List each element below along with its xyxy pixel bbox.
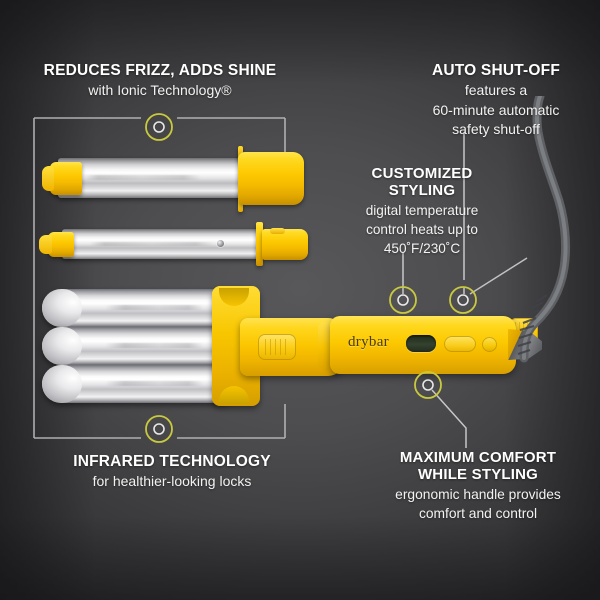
callout-subtext-line-3: safety shut-off (452, 121, 540, 138)
callout-subtext: with Ionic Technology® (88, 82, 232, 99)
callout-infrared-technology: INFRARED TECHNOLOGY for healthier-lookin… (22, 453, 322, 490)
barrel-small-pin (217, 240, 224, 247)
barrel-etching (90, 241, 214, 246)
callout-subtext-line-2: control heats up to (366, 221, 478, 237)
callout-heading-line-2: WHILE STYLING (417, 465, 539, 483)
waver-tip-1 (42, 289, 82, 327)
barrel-small-tip-cap (39, 232, 74, 257)
barrel-etching (104, 380, 203, 386)
marker-frizz (145, 113, 173, 141)
marker-customized-styling (389, 286, 417, 314)
callout-reduces-frizz: REDUCES FRIZZ, ADDS SHINE with Ionic Tec… (0, 62, 320, 99)
barrel-small-mount (262, 228, 308, 260)
callout-subtext-line-3: 450˚F/230˚C (383, 240, 461, 256)
barrel-large-flange-bottom (238, 198, 243, 212)
callout-markers (145, 113, 477, 443)
callout-heading: AUTO SHUT-OFF (431, 62, 561, 79)
waver-lever (258, 334, 296, 360)
digital-display (406, 335, 436, 352)
callout-heading-line-1: MAXIMUM COMFORT (399, 449, 557, 466)
callout-subtext-line-2: comfort and control (418, 505, 538, 521)
leader-auto-shut-off-diagonal (469, 257, 528, 295)
power-cord (517, 96, 571, 363)
callout-subtext-line-1: digital temperature (365, 202, 479, 218)
waver-barrel-2 (42, 327, 238, 365)
callout-maximum-comfort: MAXIMUM COMFORT WHILE STYLING ergonomic … (356, 449, 600, 522)
callout-subtext-line-2: 60-minute automatic (432, 101, 560, 118)
waver-tip-2 (42, 327, 82, 365)
waver-tip-3 (42, 365, 82, 403)
callout-auto-shut-off: AUTO SHUT-OFF features a 60-minute autom… (392, 62, 600, 138)
barrel-small-collar (256, 222, 263, 266)
drybar-logo: drybar (348, 334, 389, 350)
barrel-etching (104, 342, 203, 348)
barrel-etching (84, 174, 201, 181)
barrel-etching (104, 304, 203, 310)
callout-subtext: for healthier-looking locks (92, 473, 252, 490)
barrel-large-tip-cap (42, 162, 82, 195)
mode-button (482, 337, 497, 352)
curling-barrel-small (62, 229, 262, 259)
curling-barrel-large (58, 158, 246, 198)
callout-subtext-line-1: features a (464, 82, 528, 99)
callout-subtext-line-1: ergonomic handle provides (395, 486, 561, 502)
marker-auto-shut-off (449, 286, 477, 314)
leader-maximum-comfort (431, 389, 467, 448)
waver-barrel-1 (42, 289, 238, 327)
marker-infrared (145, 415, 173, 443)
marker-maximum-comfort (414, 371, 442, 399)
callout-customized-styling: CUSTOMIZED STYLING digital temperature c… (326, 165, 518, 257)
callout-heading: INFRARED TECHNOLOGY (73, 453, 271, 470)
attachment-bracket (33, 117, 286, 439)
callout-heading-line-1: CUSTOMIZED (371, 165, 473, 182)
callout-heading-line-2: STYLING (388, 181, 456, 199)
callout-heading: REDUCES FRIZZ, ADDS SHINE (43, 62, 277, 79)
power-button (444, 336, 476, 352)
waver-barrel-3 (42, 365, 238, 403)
